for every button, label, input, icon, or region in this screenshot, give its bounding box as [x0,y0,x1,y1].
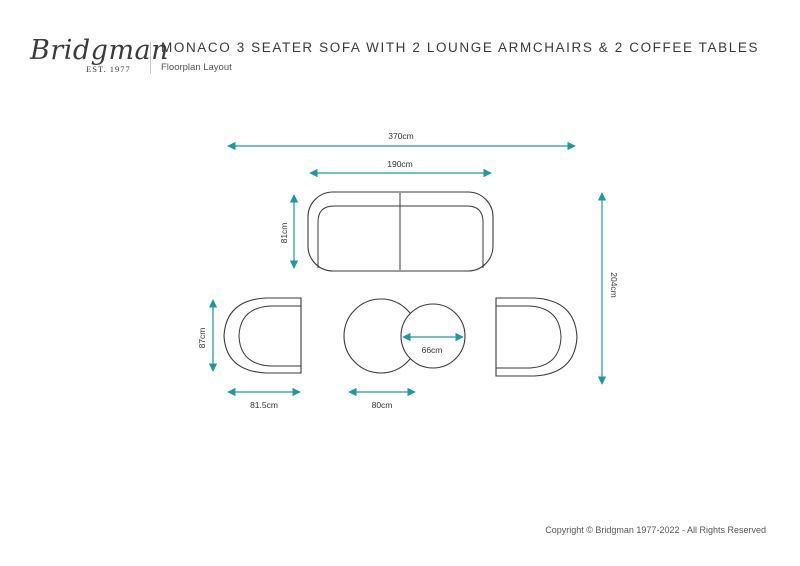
brand-logo: Bridgman EST. 1977 [30,36,169,78]
brand-name: Bridgman [30,35,170,66]
dimension-armchair-width: 81.5cm [227,387,301,410]
label-sofa-depth: 81cm [279,223,289,244]
label-small-table: 66cm [422,345,443,355]
dimension-sofa-width: 190cm [309,159,492,178]
dimension-overall-depth: 204cm [597,192,619,385]
coffee-table-small [400,303,466,369]
brand-established: EST. 1977 [86,64,131,74]
label-overall-width: 370cm [388,131,414,141]
label-armchair-width: 81.5cm [250,400,278,410]
label-overall-depth: 204cm [609,272,619,298]
sofa [307,191,494,272]
page-subtitle: Floorplan Layout [161,62,232,73]
page-title: MONACO 3 SEATER SOFA WITH 2 LOUNGE ARMCH… [161,40,760,55]
label-sofa-width: 190cm [387,159,413,169]
dimension-overall-width: 370cm [227,131,576,151]
dimension-sofa-depth: 81cm [279,194,299,269]
armchair-left [223,297,302,374]
dimension-armchair-depth: 87cm [197,299,218,372]
copyright-text: Copyright © Bridgman 1977-2022 - All Rig… [545,525,766,535]
header-divider [150,42,151,74]
armchair-right [495,297,578,377]
dimension-small-table: 66cm [402,332,464,355]
label-armchair-depth: 87cm [197,328,207,349]
dimension-large-table: 80cm [348,387,416,410]
label-large-table: 80cm [372,400,393,410]
